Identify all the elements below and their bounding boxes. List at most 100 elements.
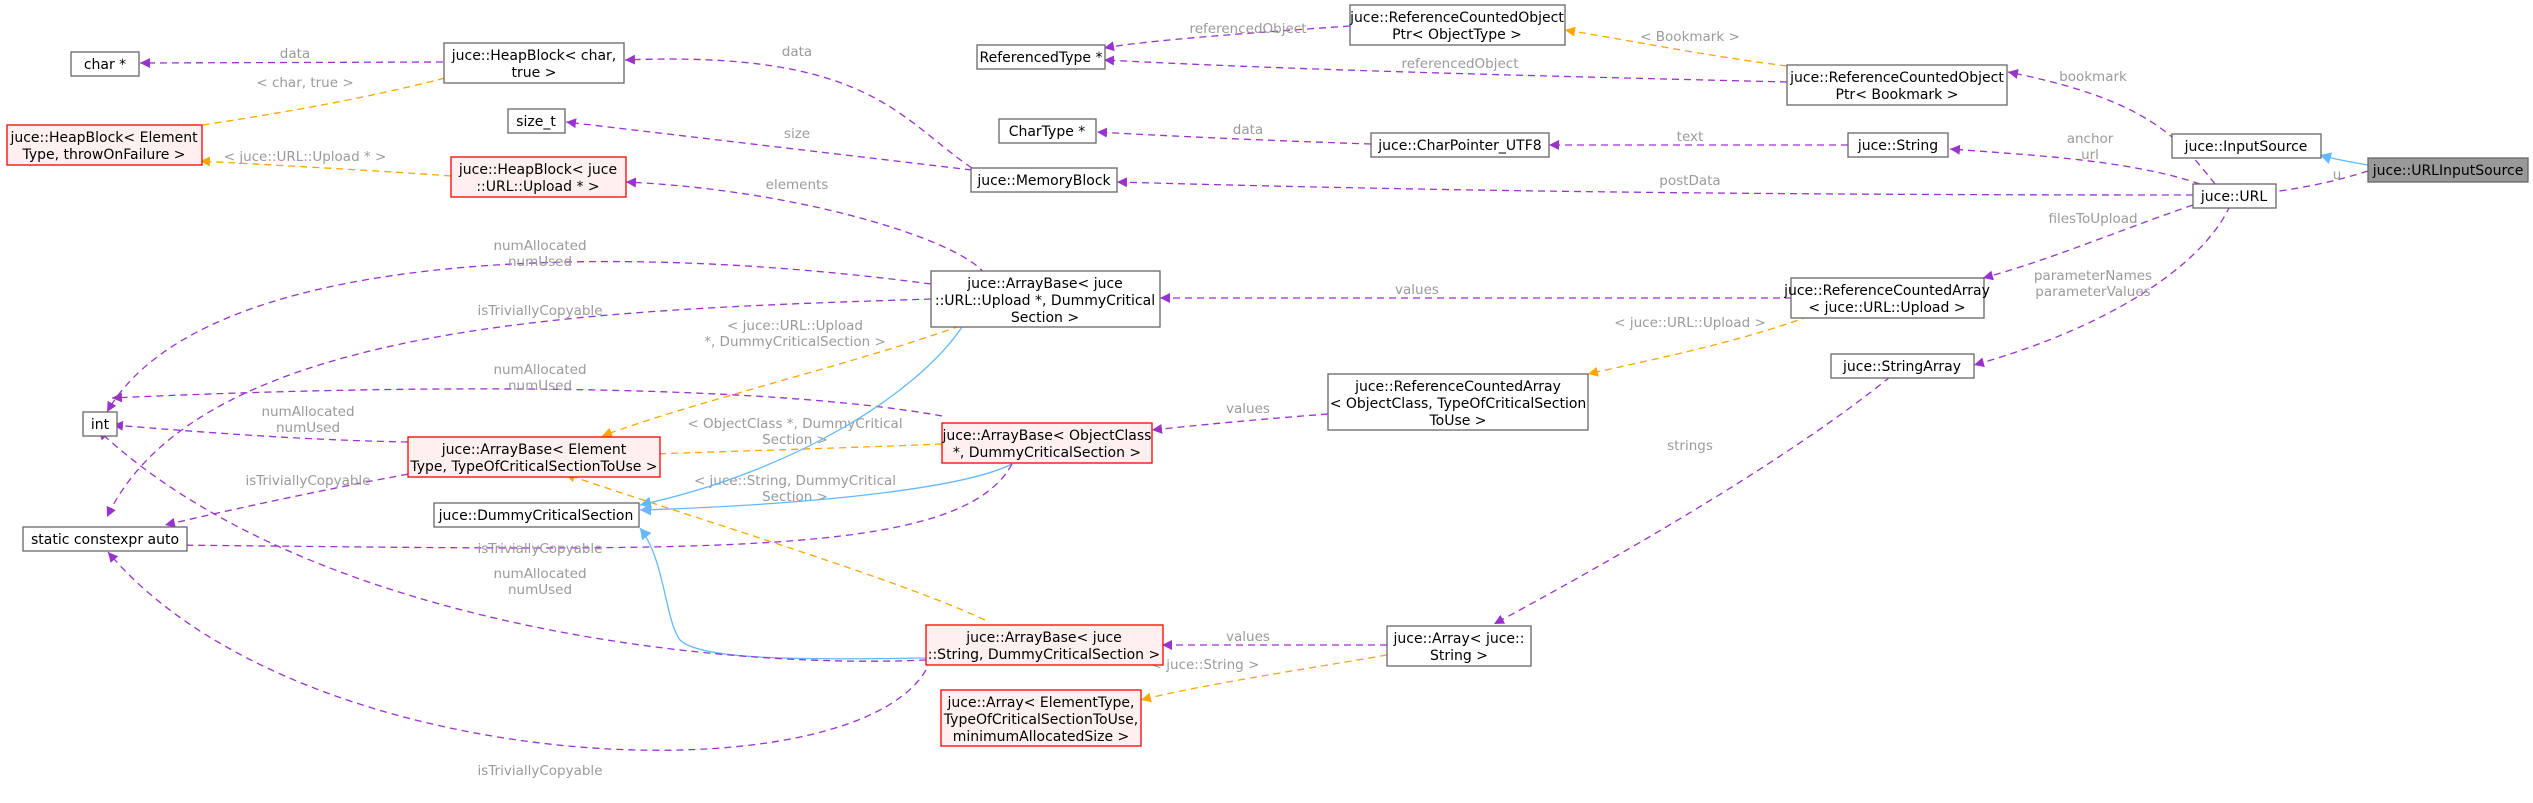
edge-label-size: size	[784, 126, 810, 142]
node-label: juce::String	[1857, 138, 1938, 154]
node-heapblock-char[interactable]: juce::HeapBlock< char,true >	[443, 42, 625, 84]
edge-arraybase-obj-inherits-dummy	[639, 463, 1013, 516]
node-charpointer-utf8[interactable]: juce::CharPointer_UTF8	[1370, 132, 1550, 158]
node-refcounted-array-objectclass[interactable]: juce::ReferenceCountedArray< ObjectClass…	[1327, 373, 1589, 431]
edge-label-rca-upload: < juce::URL::Upload >	[1614, 315, 1766, 331]
edge-rca-upload-values: values	[1160, 282, 1792, 303]
node-url[interactable]: juce::URL	[2192, 183, 2277, 209]
node-label: juce::ReferenceCountedArray< juce::URL::…	[1783, 283, 1990, 316]
edge-stringarray-strings: strings	[1493, 376, 1891, 625]
node-arraybase-string[interactable]: juce::ArrayBase< juce::String, DummyCrit…	[925, 624, 1164, 666]
node-array-elementtype[interactable]: juce::Array< ElementType,TypeOfCriticalS…	[940, 689, 1142, 747]
node-label: juce::URLInputSource	[2372, 163, 2524, 179]
edge-label-values: values	[1226, 401, 1270, 417]
edge-label-files: filesToUpload	[2048, 211, 2137, 227]
node-label: juce::HeapBlock< char,true >	[451, 48, 617, 81]
node-refcounted-array-upload[interactable]: juce::ReferenceCountedArray< juce::URL::…	[1783, 277, 1990, 319]
edge-label-data: data	[1233, 122, 1263, 138]
node-label: juce::ArrayBase< juce::String, DummyCrit…	[928, 630, 1161, 663]
node-label: juce::ReferenceCountedArray< ObjectClass…	[1330, 379, 1587, 429]
node-memoryblock[interactable]: juce::MemoryBlock	[970, 167, 1118, 193]
edge-string-text: text	[1549, 129, 1848, 150]
edge-label-trivially: isTriviallyCopyable	[478, 763, 603, 779]
node-array-string[interactable]: juce::Array< juce::String >	[1386, 625, 1532, 667]
edge-label-text: text	[1677, 129, 1704, 145]
node-arraybase-objectclass[interactable]: juce::ArrayBase< ObjectClass*, DummyCrit…	[941, 422, 1153, 464]
edge-static-obj-trivially: isTriviallyCopyable	[166, 463, 1013, 557]
node-stringarray[interactable]: juce::StringArray	[1830, 353, 1975, 379]
edge-rco-bookmark-referenced: referencedObject	[1103, 55, 1788, 83]
edge-arraybase-upload-elements: elements	[625, 177, 986, 275]
edge-label-upload: < juce::URL::Upload * >	[224, 149, 387, 165]
edge-label-trivially: isTriviallyCopyable	[478, 541, 603, 557]
edge-heapblock-upload-template: < juce::URL::Upload * >	[199, 149, 452, 177]
edge-label-char-true: < char, true >	[256, 75, 353, 91]
node-char-ptr[interactable]: char *	[70, 51, 140, 77]
node-heapblock-upload[interactable]: juce::HeapBlock< juce::URL::Upload * >	[450, 156, 627, 198]
node-label: juce::URL	[2200, 189, 2267, 205]
node-label: juce::Array< juce::String >	[1393, 631, 1525, 664]
edge-url-bookmark: bookmark	[2007, 69, 2216, 185]
node-referenced-type[interactable]: ReferencedType *	[976, 44, 1106, 70]
edge-label-u: u	[2333, 167, 2342, 183]
edge-label-elements: elements	[766, 177, 829, 193]
edge-heapblock-char-data: data	[139, 46, 444, 68]
edge-label-postdata: postData	[1659, 173, 1720, 189]
edge-urlinputsource-u: u	[2244, 167, 2369, 200]
node-label: juce::StringArray	[1842, 359, 1961, 375]
node-label: int	[91, 417, 110, 433]
node-inputsource[interactable]: juce::InputSource	[2171, 133, 2322, 159]
node-chartype[interactable]: CharType *	[998, 118, 1097, 144]
edge-label-data: data	[782, 44, 812, 60]
edge-arraybase-upload-template: < juce::URL::Upload*, DummyCriticalSecti…	[601, 318, 961, 438]
edge-static-string-trivially: isTriviallyCopyable	[107, 551, 927, 779]
node-label: CharType *	[1009, 124, 1086, 140]
edge-arraybase-upload-inherits-dummy	[639, 326, 963, 509]
node-label: ReferencedType *	[980, 50, 1103, 66]
edge-label-upload-dummy: < juce::URL::Upload*, DummyCriticalSecti…	[704, 318, 886, 350]
edge-rco-bookmark-template: < Bookmark >	[1564, 26, 1788, 67]
node-label: juce::ArrayBase< juce::URL::Upload *, Du…	[935, 276, 1155, 326]
node-label: static constexpr auto	[31, 532, 179, 548]
edge-url-files: filesToUpload	[1982, 204, 2194, 281]
edge-array-string-values: values	[1162, 629, 1387, 650]
edge-rca-upload-template: < juce::URL::Upload >	[1587, 311, 1821, 377]
node-static-constexpr-auto[interactable]: static constexpr auto	[22, 526, 188, 552]
edge-label-values: values	[1226, 629, 1270, 645]
edge-label-referenced: referencedObject	[1190, 21, 1307, 37]
node-label: size_t	[516, 114, 556, 130]
node-string[interactable]: juce::String	[1847, 132, 1949, 158]
edge-label-values: values	[1395, 282, 1439, 298]
edge-urlinputsource-inherits-inputsource	[2319, 152, 2369, 166]
edge-memoryblock-size: size	[565, 118, 973, 171]
node-label: juce::InputSource	[2184, 139, 2308, 155]
node-urlinputsource[interactable]: juce::URLInputSource	[2367, 157, 2529, 183]
node-label: char *	[84, 57, 126, 73]
edge-array-string-template: < juce::String >	[1140, 654, 1388, 703]
node-size-t[interactable]: size_t	[507, 108, 566, 134]
edge-label-trivially: isTriviallyCopyable	[478, 303, 603, 319]
edges: data < char, true > < juce::URL::Upload …	[97, 21, 2369, 779]
node-int[interactable]: int	[82, 411, 118, 437]
node-arraybase-upload[interactable]: juce::ArrayBase< juce::URL::Upload *, Du…	[930, 270, 1161, 328]
node-dummy-critical-section[interactable]: juce::DummyCriticalSection	[433, 502, 640, 528]
